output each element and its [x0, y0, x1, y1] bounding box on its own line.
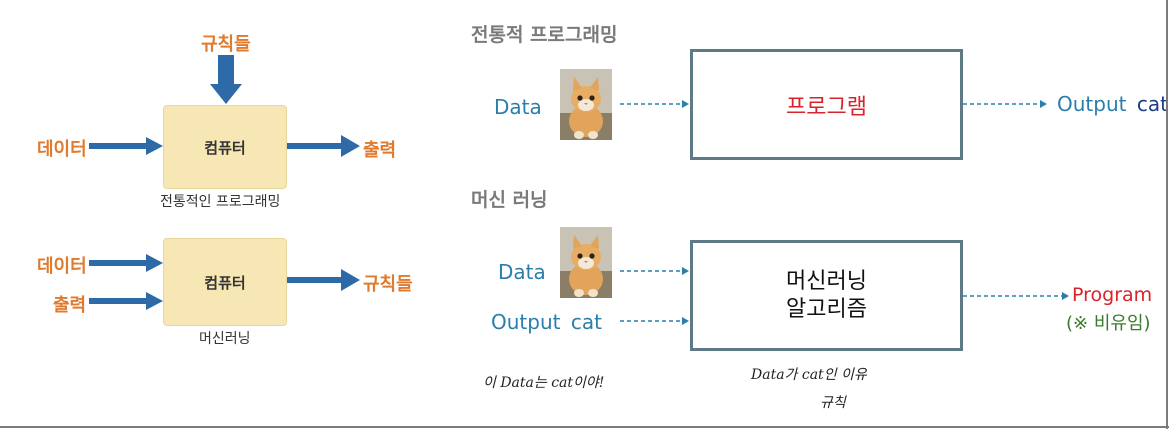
handwritten-note-1: 이 Data는 cat이야!	[483, 375, 605, 391]
cat-photo	[560, 69, 612, 140]
output-result: Output cat	[1057, 92, 1168, 116]
ml-algorithm-box: 머신러닝 알고리즘	[690, 240, 963, 351]
ml-output-label: Output cat	[491, 310, 602, 334]
analogy-note: (※ 비유임)	[1066, 313, 1151, 334]
rules-label-bottom: 규칙들	[363, 274, 413, 295]
section-title-ml: 머신 러닝	[471, 189, 548, 211]
output-label-bottom: 출력	[53, 295, 87, 316]
program-box: 프로그램	[690, 49, 963, 160]
data-input-label: Data	[494, 95, 542, 119]
handwritten-note-2: Data가 cat인 이유	[751, 367, 867, 383]
computer-box-bottom: 컴퓨터	[163, 238, 287, 326]
right-arrow-output-in	[89, 292, 163, 310]
right-arrow-data-in-2	[89, 254, 163, 272]
caption-ml: 머신러닝	[199, 331, 251, 347]
data-label-bottom: 데이터	[37, 256, 87, 277]
right-arrow-rules	[287, 269, 360, 291]
program-result: Program	[1072, 284, 1153, 306]
data-label-top: 데이터	[37, 139, 87, 160]
computer-label: 컴퓨터	[204, 138, 246, 157]
right-arrow-output	[287, 135, 360, 157]
handwritten-note-3: 규칙	[820, 395, 846, 411]
output-label-top: 출력	[363, 140, 397, 161]
computer-box-top: 컴퓨터	[163, 105, 287, 189]
ml-box-line2: 알고리즘	[786, 296, 867, 322]
right-border	[1166, 0, 1168, 429]
ml-output-prefix: Output	[491, 310, 561, 334]
cat-photo	[560, 227, 612, 298]
right-arrow-data-in	[89, 137, 163, 155]
bottom-border	[0, 426, 1169, 428]
rules-label-top: 규칙들	[201, 34, 251, 55]
computer-label: 컴퓨터	[204, 273, 246, 292]
down-arrow	[210, 55, 242, 104]
ml-data-label: Data	[498, 260, 546, 284]
output-result-value: cat	[1136, 92, 1168, 116]
ml-box-line1: 머신러닝	[786, 268, 867, 294]
caption-traditional: 전통적인 프로그래밍	[160, 194, 281, 210]
ml-output-value: cat	[570, 310, 602, 334]
section-title-traditional: 전통적 프로그래밍	[471, 24, 618, 46]
output-result-prefix: Output	[1057, 92, 1127, 116]
program-box-label: 프로그램	[786, 94, 867, 120]
